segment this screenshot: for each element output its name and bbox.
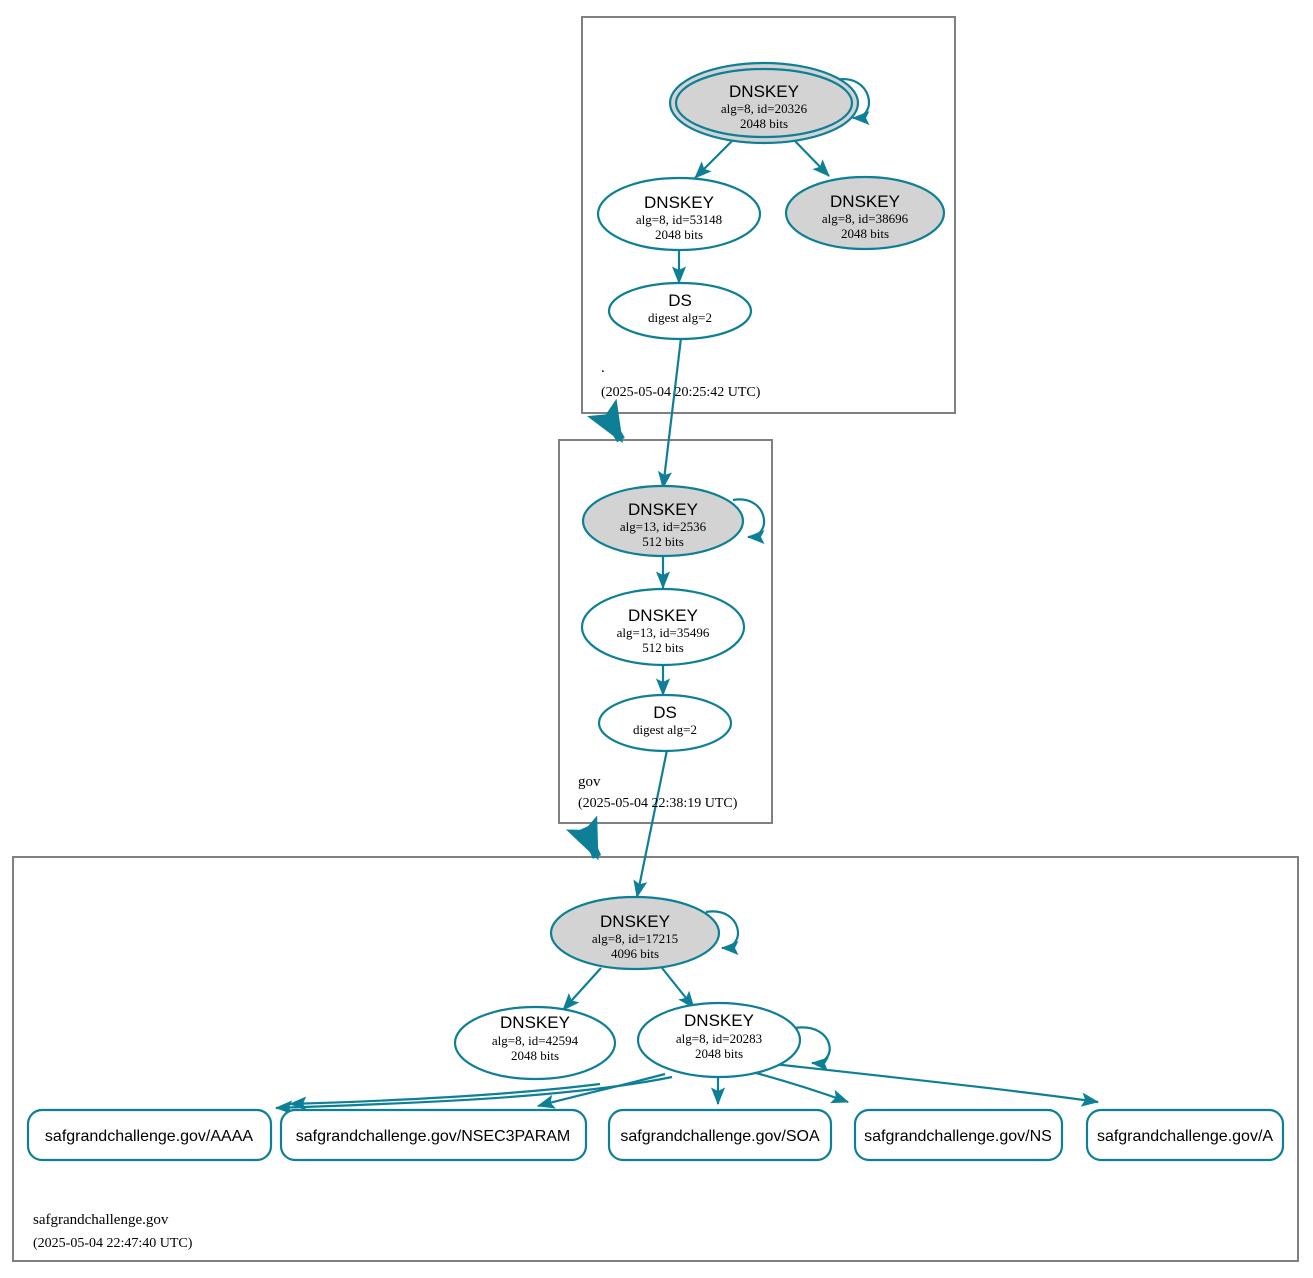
rrset-aaaa-label: safgrandchallenge.gov/AAAA <box>45 1128 253 1145</box>
rrset-nsec3param-box <box>279 1108 588 1162</box>
edge-leaf-ksk-to-42594 <box>562 967 602 1011</box>
zone-box-gov <box>558 439 773 824</box>
node-leaf-zsk-42594[interactable]: DNSKEY alg=8, id=42594 2048 bits <box>453 1005 617 1081</box>
node-gov-zsk-35496-title: DNSKEY <box>628 606 698 625</box>
node-gov-ksk-line3: 512 bits <box>642 534 684 549</box>
rrset-soa-label: safgrandchallenge.gov/SOA <box>620 1128 820 1145</box>
node-root-zsk-53148-line2: alg=8, id=53148 <box>636 212 722 227</box>
node-gov-ksk[interactable]: DNSKEY alg=13, id=2536 512 bits <box>581 484 745 558</box>
node-root-zsk-53148-line3: 2048 bits <box>655 227 703 242</box>
edge-gov-ds-to-leaf-ksk <box>633 749 669 899</box>
node-leaf-ksk[interactable]: DNSKEY alg=8, id=17215 4096 bits <box>549 895 721 971</box>
zone-label-gov: gov <box>578 774 601 790</box>
node-root-ksk-inner-ring <box>674 67 854 139</box>
node-gov-zsk-35496-line3: 512 bits <box>642 640 684 655</box>
node-gov-ksk-title: DNSKEY <box>628 500 698 519</box>
edge-20283-to-ns <box>744 1068 850 1104</box>
zone-box-root <box>581 16 956 414</box>
edge-root-ds-to-gov-ksk <box>657 337 683 490</box>
node-leaf-ksk-line2: alg=8, id=17215 <box>592 931 678 946</box>
node-leaf-zsk-20283-line2: alg=8, id=20283 <box>676 1031 762 1046</box>
edge-root-ksk-to-53148 <box>694 138 735 179</box>
rrset-a[interactable]: safgrandchallenge.gov/A <box>1085 1108 1285 1162</box>
zone-box-leaf <box>12 856 1299 1262</box>
rrset-a-box <box>1085 1108 1285 1162</box>
edge-delegation-root-to-gov <box>587 398 625 444</box>
node-leaf-zsk-42594-line2: alg=8, id=42594 <box>492 1033 579 1048</box>
rrset-soa-box <box>607 1108 833 1162</box>
node-leaf-zsk-20283[interactable]: DNSKEY alg=8, id=20283 2048 bits <box>636 1001 802 1079</box>
node-gov-ds[interactable]: DS digest alg=2 <box>597 693 733 753</box>
node-root-ds-shape <box>607 281 753 341</box>
edge-self-sign-root-ksk <box>834 77 870 126</box>
node-gov-zsk-35496-line2: alg=13, id=35496 <box>617 625 710 640</box>
node-root-ksk-line3: 2048 bits <box>740 116 788 131</box>
node-gov-ds-shape <box>597 693 733 753</box>
node-leaf-zsk-42594-shape <box>453 1005 617 1081</box>
edge-leaf-ksk-to-20283 <box>661 967 695 1009</box>
node-gov-ds-line2: digest alg=2 <box>633 722 697 737</box>
node-root-zsk-53148-shape <box>596 176 762 252</box>
node-gov-zsk-35496[interactable]: DNSKEY alg=13, id=35496 512 bits <box>580 587 746 667</box>
rrset-ns[interactable]: safgrandchallenge.gov/NS <box>853 1108 1064 1162</box>
node-root-ksk[interactable]: DNSKEY alg=8, id=20326 2048 bits <box>668 61 860 145</box>
node-leaf-zsk-42594-title: DNSKEY <box>500 1013 570 1032</box>
node-root-ksk-title: DNSKEY <box>729 82 799 101</box>
node-root-zsk-53148-title: DNSKEY <box>644 193 714 212</box>
node-root-ds-title: DS <box>668 291 692 310</box>
edge-42594-to-aaaa <box>288 1082 601 1111</box>
edge-self-sign-leaf-ksk <box>705 910 739 956</box>
rrset-ns-label: safgrandchallenge.gov/NS <box>864 1128 1052 1145</box>
rrset-nsec3param[interactable]: safgrandchallenge.gov/NSEC3PARAM <box>279 1108 588 1162</box>
node-root-zsk-38696-line3: 2048 bits <box>841 226 889 241</box>
zone-timestamp-leaf: (2025-05-04 22:47:40 UTC) <box>33 1236 193 1251</box>
zone-label-leaf: safgrandchallenge.gov <box>33 1212 169 1228</box>
zone-label-root: . <box>601 360 605 376</box>
edge-self-sign-gov-ksk <box>732 498 766 545</box>
node-root-zsk-38696-title: DNSKEY <box>830 192 900 211</box>
node-leaf-ksk-shape <box>549 895 721 971</box>
node-leaf-ksk-line3: 4096 bits <box>611 946 659 961</box>
node-gov-zsk-35496-shape <box>580 587 746 667</box>
zone-timestamp-gov: (2025-05-04 22:38:19 UTC) <box>578 796 738 811</box>
node-gov-ksk-line2: alg=13, id=2536 <box>620 519 707 534</box>
edge-delegation-gov-to-leaf <box>565 815 602 861</box>
node-root-zsk-53148[interactable]: DNSKEY alg=8, id=53148 2048 bits <box>596 176 762 252</box>
rrset-ns-box <box>853 1108 1064 1162</box>
node-root-ksk-line2: alg=8, id=20326 <box>721 101 808 116</box>
node-leaf-zsk-20283-title: DNSKEY <box>684 1011 754 1030</box>
zone-timestamp-root: (2025-05-04 20:25:42 UTC) <box>601 385 761 400</box>
node-root-ds[interactable]: DS digest alg=2 <box>607 281 753 341</box>
node-root-zsk-38696-line2: alg=8, id=38696 <box>822 211 909 226</box>
rrset-nsec3param-label: safgrandchallenge.gov/NSEC3PARAM <box>296 1128 571 1145</box>
node-leaf-zsk-42594-line3: 2048 bits <box>511 1048 559 1063</box>
rrset-soa[interactable]: safgrandchallenge.gov/SOA <box>607 1108 833 1162</box>
edge-20283-to-nsec3param <box>536 1072 666 1109</box>
edge-20283-to-a <box>754 1060 1100 1107</box>
node-leaf-ksk-title: DNSKEY <box>600 912 670 931</box>
node-leaf-zsk-20283-shape <box>636 1001 802 1079</box>
rrset-aaaa-box <box>26 1108 273 1162</box>
rrset-a-label: safgrandchallenge.gov/A <box>1097 1128 1273 1145</box>
node-gov-ds-title: DS <box>653 703 677 722</box>
rrset-aaaa[interactable]: safgrandchallenge.gov/AAAA <box>26 1108 273 1162</box>
node-root-zsk-38696-shape <box>784 175 946 251</box>
node-leaf-zsk-20283-line3: 2048 bits <box>695 1046 743 1061</box>
edge-root-ksk-to-38696 <box>792 138 830 177</box>
node-root-zsk-38696[interactable]: DNSKEY alg=8, id=38696 2048 bits <box>784 175 946 251</box>
node-root-ds-line2: digest alg=2 <box>648 310 712 325</box>
edge-self-sign-leaf-20283 <box>794 1026 831 1072</box>
node-gov-ksk-shape <box>581 484 745 558</box>
